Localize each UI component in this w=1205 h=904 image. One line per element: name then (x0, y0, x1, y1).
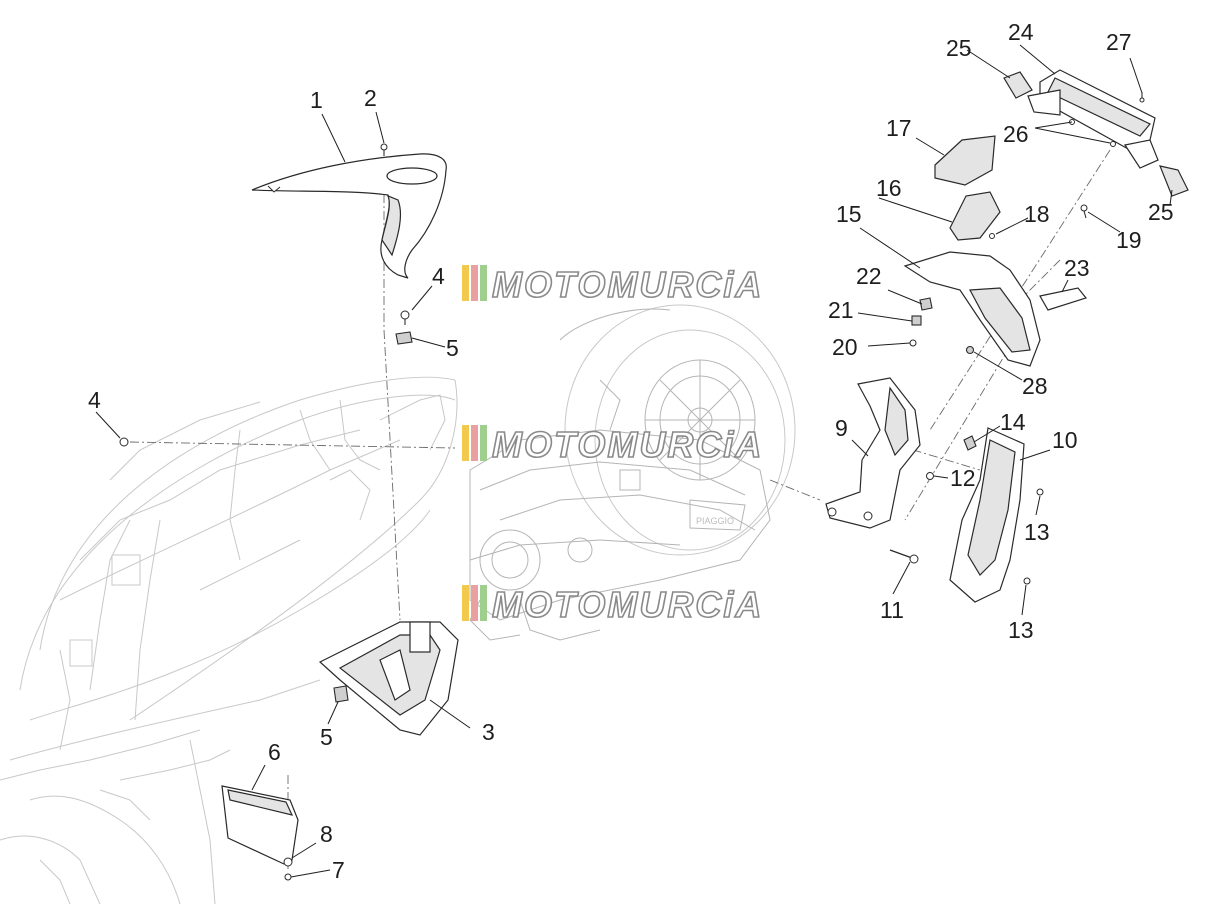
callout-1: 1 (310, 87, 323, 113)
part-3-housing (318, 621, 459, 736)
callout-3: 3 (482, 719, 495, 745)
part-18-screw (989, 233, 995, 239)
callout-21: 21 (828, 297, 854, 323)
leader-lines (95, 44, 1173, 878)
part-20-screw (909, 339, 917, 347)
watermark-3: MOTOMURCiA (462, 583, 763, 626)
part-25-reflector-lower (1159, 165, 1189, 197)
callout-5: 5 (320, 724, 333, 750)
callout-18: 18 (1024, 201, 1050, 227)
watermark-2: MOTOMURCiA (462, 423, 763, 466)
callout-26: 26 (1003, 121, 1029, 147)
part-8-washer (283, 857, 293, 867)
callout-10: 10 (1052, 427, 1078, 453)
callout-12: 12 (950, 465, 976, 491)
part-27-screw (1139, 92, 1145, 103)
part-7-screw (284, 873, 292, 881)
part-2-screw (380, 143, 388, 156)
part-19-screw (1080, 204, 1088, 219)
callout-25: 25 (946, 35, 972, 61)
part-21-spacer (911, 315, 922, 326)
part-24-plate-holder (1027, 69, 1159, 169)
part-4-screw-upper (400, 310, 410, 325)
part-12-screw (926, 472, 934, 480)
callout-13: 13 (1008, 617, 1034, 643)
callout-22: 22 (856, 263, 882, 289)
callout-4: 4 (432, 263, 445, 289)
part-9-bracket (825, 377, 921, 529)
part-4-screw-left (119, 437, 129, 447)
callout-17: 17 (886, 115, 912, 141)
watermark-1: MOTOMURCiA (462, 263, 763, 306)
part-1-rear-cover (251, 153, 447, 279)
callout-4: 4 (88, 387, 101, 413)
watermark-text: MOTOMURCiA (492, 264, 763, 305)
part-11-bolt (889, 549, 919, 564)
callout-20: 20 (832, 334, 858, 360)
part-25-reflector-upper (1003, 71, 1033, 99)
part-5-clip-lower (333, 685, 349, 703)
callout-13: 13 (1024, 519, 1050, 545)
watermark-text: MOTOMURCiA (492, 424, 763, 465)
callout-25: 25 (1148, 199, 1174, 225)
callout-28: 28 (1022, 373, 1048, 399)
callout-23: 23 (1064, 255, 1090, 281)
callout-2: 2 (364, 85, 377, 111)
engine-ghost: PIAGGIO (469, 304, 796, 641)
part-28-nut (965, 345, 975, 355)
callout-11: 11 (880, 597, 904, 623)
part-13-screw-lower (1023, 577, 1031, 585)
part-15-mudguard (903, 251, 1041, 367)
callout-8: 8 (320, 821, 333, 847)
part-23-reflector (1039, 287, 1088, 311)
callout-27: 27 (1106, 29, 1132, 55)
callout-24: 24 (1008, 19, 1034, 45)
part-17-cover (934, 135, 996, 186)
callout-14: 14 (1000, 409, 1026, 435)
part-6-plate (221, 785, 299, 865)
callout-16: 16 (876, 175, 902, 201)
callout-5: 5 (446, 335, 459, 361)
part-14-clip (963, 435, 977, 451)
part-16-bracket (949, 191, 1001, 241)
callout-6: 6 (268, 739, 281, 765)
part-22-nut (919, 297, 933, 311)
watermark-text: MOTOMURCiA (492, 584, 763, 625)
frame-ghost (0, 376, 458, 904)
callout-numbers: 1 2 3 4 4 5 5 6 7 8 9 10 11 12 13 13 14 … (88, 19, 1174, 883)
callout-19: 19 (1116, 227, 1142, 253)
part-5-clip-upper (395, 331, 413, 345)
callout-15: 15 (836, 201, 862, 227)
part-10-side-panel (949, 427, 1025, 603)
callout-9: 9 (835, 415, 848, 441)
part-13-screw-upper (1036, 488, 1044, 496)
svg-text:PIAGGIO: PIAGGIO (696, 516, 734, 526)
callout-7: 7 (332, 857, 345, 883)
